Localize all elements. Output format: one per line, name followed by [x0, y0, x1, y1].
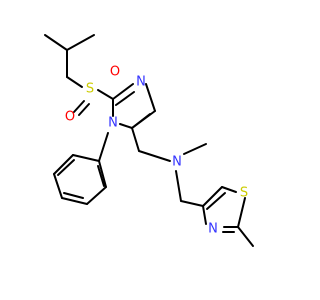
bond	[98, 132, 109, 162]
bond	[53, 173, 63, 199]
atom-label-sulfonyl-o2: O	[65, 110, 75, 125]
bond	[78, 103, 90, 116]
bond-lines	[44, 34, 254, 247]
bond	[63, 192, 84, 199]
bond	[44, 34, 68, 51]
bond	[98, 160, 107, 188]
bond	[61, 197, 88, 205]
bond	[237, 197, 246, 228]
bond	[57, 159, 75, 176]
bond	[97, 89, 114, 100]
bond	[66, 34, 95, 51]
atom-label-sulfonyl-s: S	[86, 82, 94, 97]
bond	[86, 186, 107, 205]
molecule-structure-diagram: S O O N N N S N	[0, 0, 300, 300]
bond	[202, 205, 207, 225]
bond	[112, 83, 134, 100]
bond	[119, 123, 133, 129]
bond	[183, 143, 207, 155]
bond	[202, 186, 223, 207]
bond	[138, 150, 171, 162]
bond	[206, 192, 226, 210]
atom-label-imidazole-n3: N	[136, 75, 146, 90]
background	[0, 0, 300, 300]
bond	[53, 154, 74, 175]
atom-label-sulfonyl-o1: O	[110, 65, 120, 80]
bond	[73, 100, 85, 113]
bond	[237, 226, 254, 247]
bond	[221, 186, 237, 193]
atom-label-imidazole-n1: N	[108, 116, 118, 131]
bond	[131, 127, 140, 152]
atom-labels: S O O N N N S N	[65, 65, 248, 237]
bond	[66, 76, 83, 88]
bond	[72, 154, 100, 162]
bond	[115, 91, 135, 106]
bond	[131, 113, 151, 129]
atom-label-thiazole-n: N	[208, 222, 218, 237]
bond	[180, 200, 204, 207]
bond	[145, 83, 156, 112]
bond	[97, 165, 105, 187]
atom-label-thiazole-s: S	[240, 186, 248, 201]
atom-label-amine-n: N	[172, 155, 182, 170]
bond	[175, 170, 182, 202]
